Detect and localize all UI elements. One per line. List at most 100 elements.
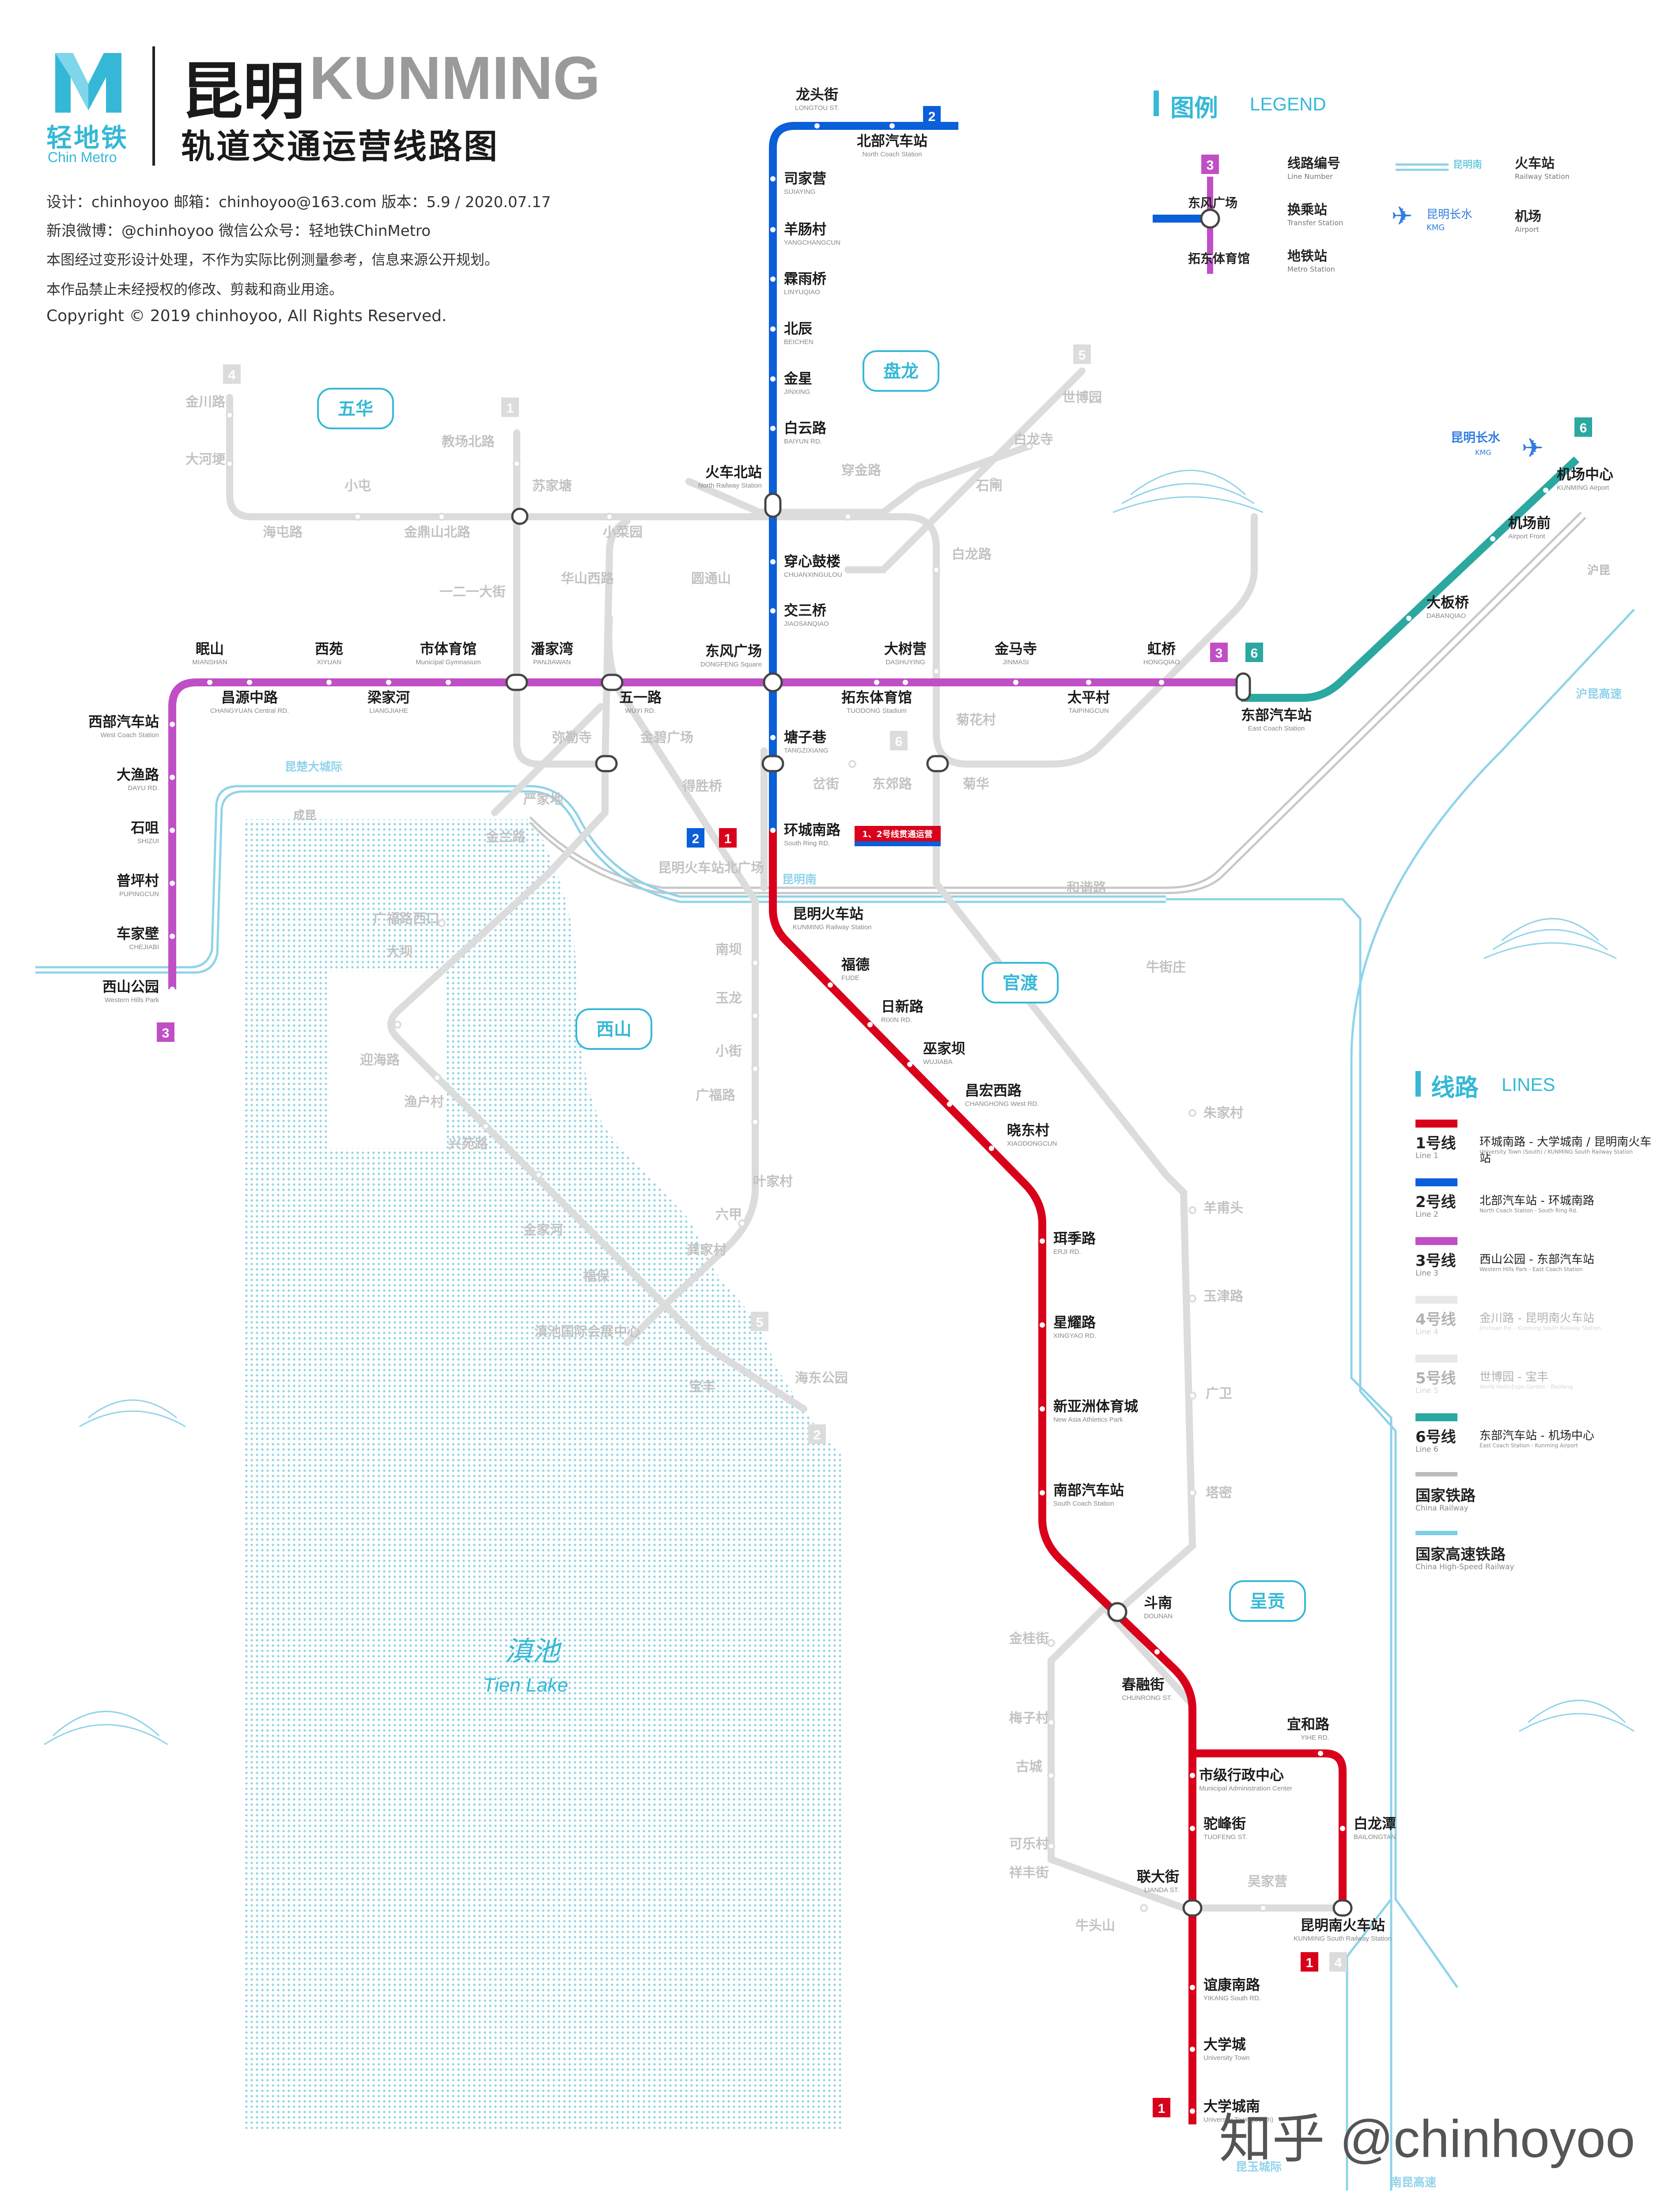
station-name-en: CHANGYUAN Central RD. xyxy=(210,707,289,715)
line-terminals: 金川路 - 昆明南火车站 xyxy=(1479,1312,1594,1325)
station-name-en: CHEJIABI xyxy=(129,943,159,951)
station-name: 昌宏西路 xyxy=(965,1082,1022,1099)
district-name: 盘龙 xyxy=(883,361,919,382)
station-name: 晓东村 xyxy=(1007,1122,1049,1139)
station-dot xyxy=(1340,1826,1345,1831)
planned-station-name: 小街 xyxy=(715,1044,742,1059)
station-dot xyxy=(989,1146,994,1151)
station-name-en: RIXIN RD. xyxy=(881,1016,912,1024)
station-dot xyxy=(770,227,776,232)
planned-station-name: 白龙路 xyxy=(952,547,992,562)
planned-station-name: 白龙寺 xyxy=(1014,432,1053,447)
station-dot xyxy=(903,680,908,685)
planned-station-name: 石闸 xyxy=(976,478,1003,494)
station-dot xyxy=(867,1022,873,1027)
station-name-en: XINGYAO RD. xyxy=(1053,1332,1096,1340)
station-name: 福德 xyxy=(841,956,870,973)
station-name: 南部汽车站 xyxy=(1053,1482,1124,1499)
station-name: 星耀路 xyxy=(1053,1314,1096,1331)
planned-station-name: 教场北路 xyxy=(442,434,495,450)
station-name: 新亚洲体育城 xyxy=(1053,1398,1138,1415)
planned-station-name: 金川路 xyxy=(185,394,226,410)
planned-station-name: 海屯路 xyxy=(263,525,303,540)
station-name: 火车北站 xyxy=(705,464,762,481)
station-dot xyxy=(446,680,451,685)
legend-airport-sample-en: KMG xyxy=(1426,223,1445,232)
line-name-en: China High-Speed Railway xyxy=(1415,1563,1514,1571)
station-name-en: North Coach Station xyxy=(862,151,922,158)
station-dot xyxy=(1154,1649,1160,1654)
legend-item-label-en: Transfer Station xyxy=(1287,219,1343,227)
planned-station-name: 金鼎山北路 xyxy=(404,525,471,540)
planned-station-name: 海东公园 xyxy=(795,1370,848,1386)
line-terminals-en: East Coach Station - Kunming Airport xyxy=(1479,1442,1578,1449)
planned-station-name: 华山西路 xyxy=(561,571,614,587)
legend-accent xyxy=(1154,91,1159,116)
district-name: 呈贡 xyxy=(1250,1591,1285,1612)
station-dots xyxy=(170,123,1548,2114)
station-name-en: LIANGJIAHE xyxy=(369,707,408,715)
station-dot xyxy=(170,722,175,727)
line-name: 1号线 xyxy=(1415,1135,1456,1152)
line-name-en: Line 6 xyxy=(1415,1445,1438,1454)
station-dot xyxy=(1190,2047,1195,2052)
station-name-en: YIKANG South RD. xyxy=(1203,1995,1261,2002)
station-name: 珥季路 xyxy=(1053,1230,1096,1247)
station-name: 塘子巷 xyxy=(784,729,827,746)
planned-station-name: 渔户村 xyxy=(404,1094,444,1110)
station-name: 大树营 xyxy=(884,640,927,657)
station-name: 谊康南路 xyxy=(1203,1976,1260,1993)
station-name: 龙头街 xyxy=(796,86,838,103)
planned-station-name: 龚家村 xyxy=(687,1242,726,1258)
planned-station-name: 弥勒寺 xyxy=(552,730,592,746)
planned-station-name: 大坝 xyxy=(386,944,413,960)
station-name-en: BEICHEN xyxy=(784,338,814,346)
station-name-en: LIANDA ST. xyxy=(1144,1886,1179,1894)
line-color-swatch xyxy=(1415,1355,1457,1363)
station-name: 东部汽车站 xyxy=(1241,707,1312,723)
station-dot xyxy=(770,276,776,282)
station-name-en: DAYU RD. xyxy=(128,784,159,792)
svg-text:1: 1 xyxy=(724,832,732,846)
district-bubble xyxy=(863,350,939,392)
planned-station-name: 小屯 xyxy=(344,478,371,494)
svg-text:1: 1 xyxy=(1158,2101,1165,2116)
planned-station-name: 叶家村 xyxy=(753,1174,793,1189)
station-name-en: YANGCHANGCUN xyxy=(784,239,840,246)
line-name: 3号线 xyxy=(1415,1252,1456,1270)
meta-line: 设计：chinhoyoo 邮箱：chinhoyoo@163.com 版本：5.9… xyxy=(46,193,551,211)
station-dot xyxy=(770,608,776,613)
page-subtitle: 轨道交通运营线路图 xyxy=(181,127,499,166)
station-dot xyxy=(1040,1490,1045,1495)
planned-station-name: 牛头山 xyxy=(1075,1918,1115,1934)
station-dot xyxy=(170,828,175,833)
station-dot xyxy=(814,123,820,129)
station-name: 日新路 xyxy=(881,998,924,1015)
legend-item-label: 火车站 xyxy=(1515,156,1555,171)
planned-station-name: 得胜桥 xyxy=(682,779,722,794)
station-name: 机场中心 xyxy=(1557,466,1613,483)
planned-station-name: 昆明火车站北广场 xyxy=(658,860,764,876)
chin-metro-logo-icon xyxy=(55,53,121,113)
line-terminals: 北部汽车站 - 环城南路 xyxy=(1479,1194,1594,1207)
station-name-en: BAILONGTAN xyxy=(1354,1833,1396,1841)
planned-station-name: 可乐村 xyxy=(1009,1836,1049,1852)
railway-name: 成昆 xyxy=(293,809,316,822)
railway-name: 沪昆 xyxy=(1587,564,1610,577)
legend-sample-icon: 3 xyxy=(1153,155,1220,274)
station-name: 霖雨桥 xyxy=(784,270,826,287)
station-name-en: New Asia Athletics Park xyxy=(1053,1416,1123,1423)
station-name-en: WUJIABA xyxy=(923,1058,953,1066)
station-name-en: West Coach Station xyxy=(101,731,159,739)
station-name: 车家壁 xyxy=(117,925,159,942)
station-name-en: CHUANXINGULOU xyxy=(784,571,842,579)
svg-text:6: 6 xyxy=(895,734,903,749)
station-name-en: TUOFENG ST. xyxy=(1203,1833,1247,1841)
station-name: 白云路 xyxy=(784,420,827,436)
station-name: 五一路 xyxy=(619,689,662,706)
